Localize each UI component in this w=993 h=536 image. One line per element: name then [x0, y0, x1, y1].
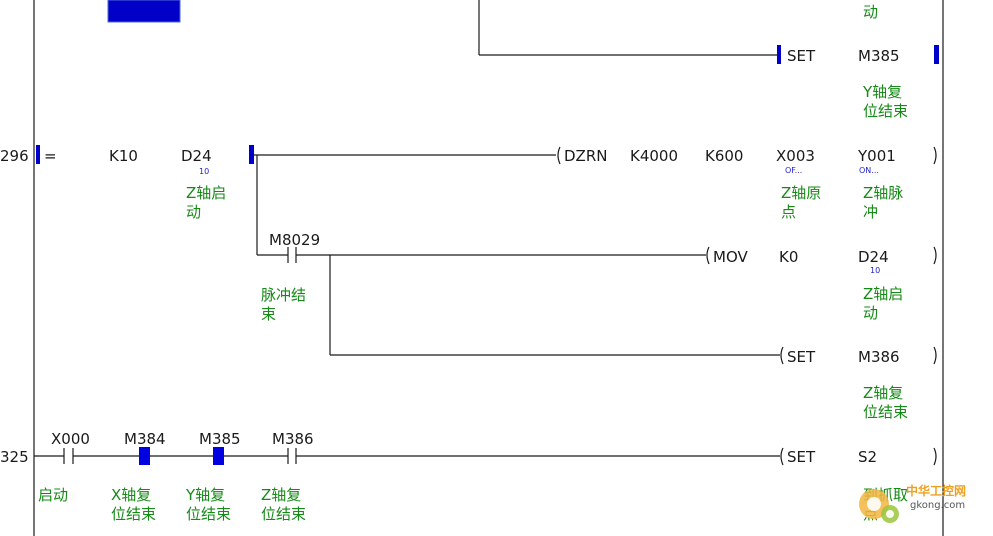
device-comment: 动	[863, 3, 879, 21]
selected-block	[107, 0, 181, 23]
monitor-value: 10	[199, 167, 210, 176]
instruction-operand[interactable]: M384	[124, 430, 166, 448]
monitor-value: OF...	[785, 166, 803, 175]
instruction-operand[interactable]: M386	[858, 348, 900, 366]
instruction-operand[interactable]: S2	[858, 448, 878, 466]
instruction-operand[interactable]: M8029	[269, 231, 321, 249]
instruction-operand[interactable]: X003	[776, 147, 815, 165]
instruction-operand[interactable]: K10	[109, 147, 138, 165]
gear-logo-icon	[859, 489, 899, 523]
device-comment: 脉冲结 束	[261, 286, 307, 323]
instruction-operand[interactable]: K600	[705, 147, 744, 165]
instruction-operand[interactable]: M386	[272, 430, 314, 448]
monitor-value: 10	[870, 266, 881, 275]
instruction-operand[interactable]: K0	[779, 248, 799, 266]
watermark-site-name: 中华工控网	[906, 484, 967, 498]
device-comment: Z轴启 动	[186, 184, 227, 221]
instruction-operand[interactable]: M385	[199, 430, 241, 448]
instruction-operand[interactable]: K4000	[630, 147, 679, 165]
instruction-operand[interactable]: SET	[787, 448, 816, 466]
monitor-value: ON...	[859, 166, 879, 175]
device-comment: Y轴复 位结束	[186, 486, 232, 523]
device-comment: Z轴启 动	[863, 285, 904, 322]
instruction-operand[interactable]: D24	[858, 248, 889, 266]
device-comment: 启动	[38, 486, 69, 504]
instruction-operand[interactable]: =	[44, 147, 57, 165]
cursor-marker	[777, 45, 781, 64]
instruction-operand[interactable]: Y001	[858, 147, 896, 165]
device-comment: Z轴复 位结束	[863, 384, 909, 421]
contact-m384-active	[139, 447, 150, 465]
instruction-operand[interactable]: DZRN	[564, 147, 608, 165]
instruction-operand[interactable]: SET	[787, 348, 816, 366]
cursor-marker	[249, 145, 254, 164]
instruction-operand[interactable]: MOV	[713, 248, 748, 266]
device-comment: X轴复 位结束	[111, 486, 157, 523]
cursor-marker	[36, 145, 40, 164]
instruction-operand[interactable]: D24	[181, 147, 212, 165]
rung-line-number: 296	[0, 147, 29, 165]
cursor-marker	[934, 45, 939, 64]
device-comment: Z轴脉 冲	[863, 184, 904, 221]
rung-line-number: 325	[0, 448, 29, 466]
device-comment: Z轴原 点	[781, 184, 822, 221]
instruction-operand[interactable]: SET	[787, 47, 816, 65]
instruction-operand[interactable]: M385	[858, 47, 900, 65]
watermark-url: gkong.com	[910, 500, 966, 511]
device-comment: Y轴复 位结束	[863, 83, 909, 120]
contact-m385-active	[213, 447, 224, 465]
device-comment: Z轴复 位结束	[261, 486, 307, 523]
instruction-operand[interactable]: X000	[51, 430, 90, 448]
watermark: 中华工控网 gkong.com	[852, 480, 992, 530]
